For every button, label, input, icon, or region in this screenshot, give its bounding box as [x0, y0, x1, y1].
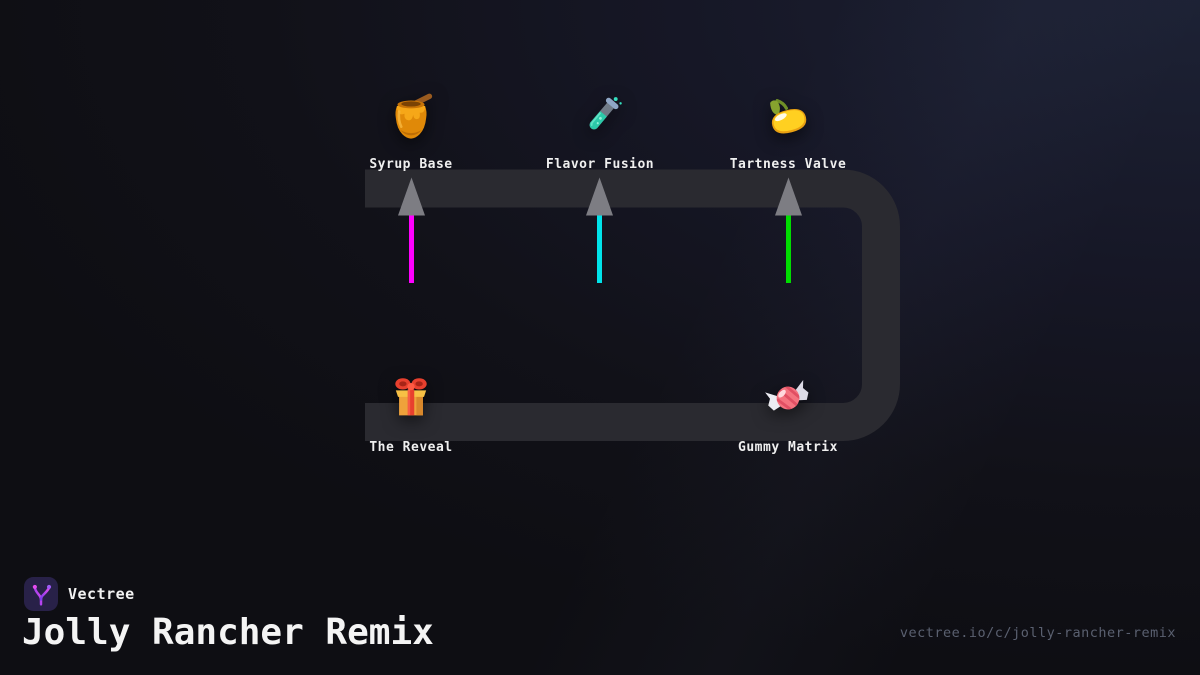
test-tube-icon	[589, 97, 622, 130]
arrow-head-flavor-fusion	[586, 177, 613, 216]
brand-name: Vectree	[68, 585, 135, 603]
vectree-logo-icon	[24, 577, 58, 611]
node-flavor-fusion	[574, 92, 626, 148]
node-label-syrup-base: Syrup Base	[369, 157, 453, 172]
node-label-gummy-matrix: Gummy Matrix	[738, 440, 838, 455]
lemon-icon	[770, 99, 807, 134]
node-tartness-valve	[762, 92, 814, 148]
candy-icon	[765, 379, 809, 412]
node-syrup-base	[385, 92, 437, 148]
node-label-tartness-valve: Tartness Valve	[729, 157, 847, 172]
page-title: Jolly Rancher Remix	[22, 612, 434, 653]
arrow-head-tartness-valve	[775, 177, 802, 216]
brand-row: Vectree	[24, 577, 135, 611]
share-url: vectree.io/c/jolly-rancher-remix	[899, 625, 1176, 641]
gift-icon	[395, 378, 427, 416]
arrow-head-syrup-base	[398, 177, 425, 216]
node-label-flavor-fusion: Flavor Fusion	[545, 157, 655, 172]
node-gummy-matrix	[762, 372, 814, 428]
honey-pot-icon	[395, 93, 433, 139]
node-label-the-reveal: The Reveal	[369, 440, 453, 455]
node-the-reveal	[385, 372, 437, 428]
flow-track	[365, 169, 900, 441]
